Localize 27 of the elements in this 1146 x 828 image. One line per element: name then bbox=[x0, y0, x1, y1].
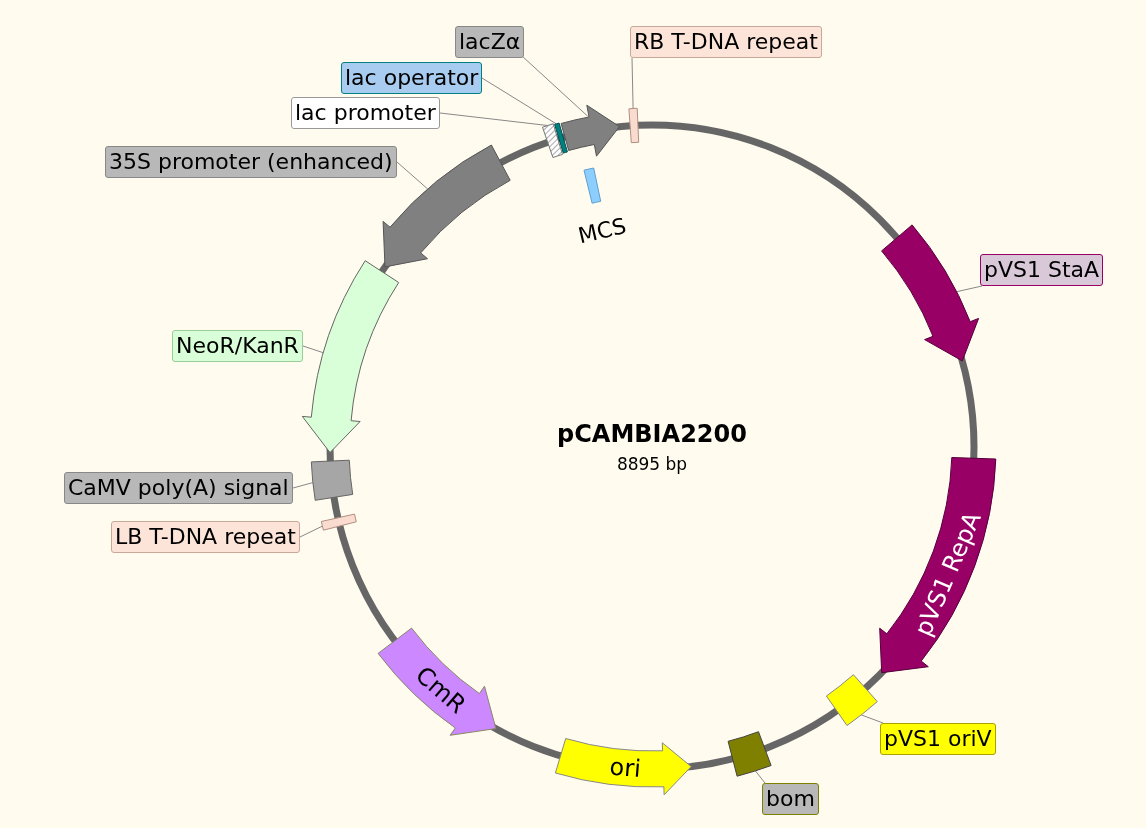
leader-line bbox=[631, 57, 634, 109]
feature-label: NeoR/KanR bbox=[172, 330, 303, 362]
leader-line bbox=[292, 482, 314, 489]
gene-arrow: pVS1 RepA bbox=[879, 457, 997, 674]
plasmid-size: 8895 bp bbox=[616, 454, 688, 474]
feature-label: 35S promoter (enhanced) bbox=[105, 146, 397, 178]
feature-label: LB T-DNA repeat bbox=[111, 521, 300, 553]
leader-line bbox=[754, 770, 766, 784]
gene-arrow: ori bbox=[554, 738, 692, 796]
feature-label: pVS1 StaA bbox=[980, 254, 1104, 286]
leader-line bbox=[521, 55, 589, 117]
leader-line bbox=[956, 285, 983, 293]
feature-label: CaMV poly(A) signal bbox=[64, 472, 293, 504]
feature-label: lac operator bbox=[341, 62, 483, 94]
feature-label: pVS1 oriV bbox=[880, 723, 996, 755]
leader-line bbox=[860, 714, 884, 724]
leader-line bbox=[299, 525, 323, 538]
feature-label: RB T-DNA repeat bbox=[630, 26, 822, 58]
leader-line bbox=[302, 345, 324, 354]
plasmid-name: pCAMBIA2200 bbox=[557, 420, 747, 448]
feature-label: lacZα bbox=[455, 26, 525, 58]
leader-line bbox=[396, 161, 429, 190]
feature-label: bom bbox=[762, 783, 819, 815]
leader-line bbox=[439, 112, 549, 126]
leader-line bbox=[481, 77, 557, 125]
site-label: MCS bbox=[575, 213, 629, 249]
feature-label: lac promoter bbox=[291, 97, 440, 129]
